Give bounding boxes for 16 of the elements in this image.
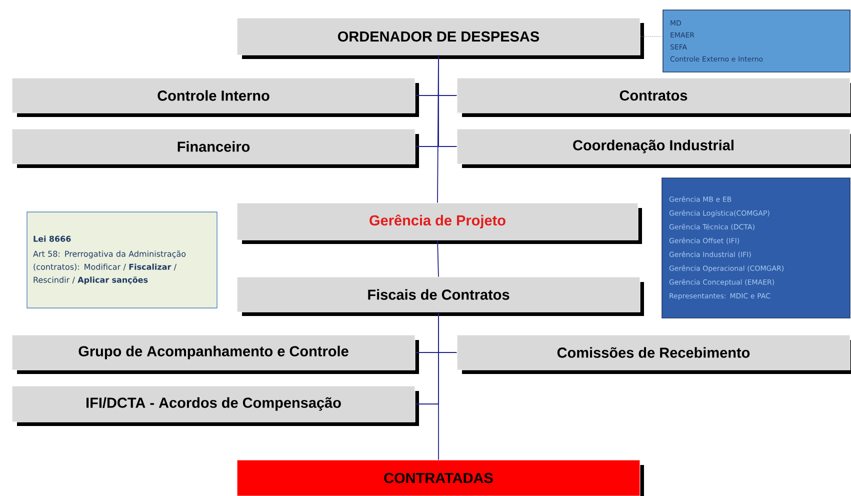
org-box: Fiscais de Contratos [236, 276, 644, 316]
org-box: Controle Interno [12, 78, 419, 117]
org-box: ORDENADOR DE DESPESAS [236, 18, 644, 59]
org-box: Grupo de Acompanhamento e Controle [12, 334, 419, 374]
org-box: CONTRATADAS [236, 460, 644, 496]
connector-line [438, 312, 439, 460]
org-box: Comissões de Recebimento [456, 334, 851, 374]
connector-line [437, 54, 439, 204]
connector-line [437, 240, 439, 278]
org-box: Contratos [456, 78, 851, 117]
org-box: Gerência de Projeto [236, 202, 642, 244]
connector-line [640, 36, 663, 37]
org-box: IFI/DCTA - Acordos de Compensação [12, 386, 419, 426]
note-box: Lei 8666 Art 58: Prerrogativa da Administração (contratos): Modificar / Fiscalizar / Rescindir / Aplicar sanções [26, 212, 218, 308]
org-box: Financeiro [12, 128, 419, 168]
org-box: Coordenação Industrial [456, 128, 851, 168]
